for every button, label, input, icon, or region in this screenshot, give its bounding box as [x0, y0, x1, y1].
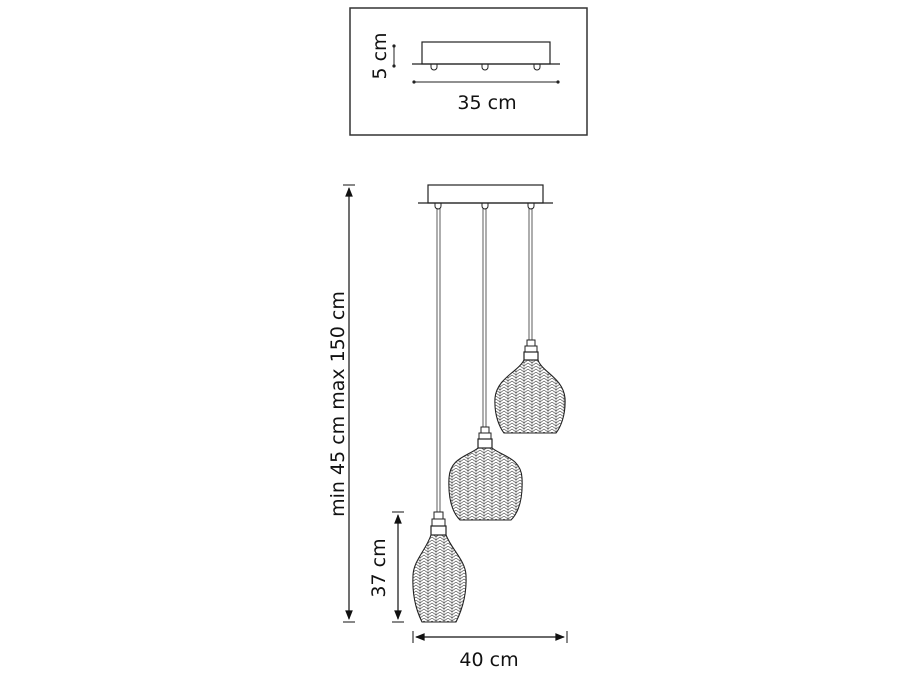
ceiling-canopy [418, 184, 553, 210]
shade-height-dimension: 37 cm [368, 511, 404, 623]
canopy-detail-box: 5 cm 35 cm [349, 7, 588, 136]
pendant-shade-middle [448, 426, 523, 521]
total-height-dimension: min 45 cm max 150 cm [327, 184, 355, 623]
pendant-shade-left [412, 511, 467, 623]
canopy-height-label: 5 cm [369, 32, 391, 79]
canopy-plate [421, 41, 551, 65]
overall-width-dimension: 40 cm [412, 631, 568, 671]
suspension-cords [436, 208, 533, 512]
overall-width-label: 40 cm [459, 649, 518, 671]
canopy-width-label: 35 cm [457, 92, 516, 114]
canopy-height-dimension: 5 cm [369, 32, 396, 80]
pendant-shade-right [494, 339, 566, 434]
canopy-width-dimension: 35 cm [412, 80, 560, 114]
shade-height-label: 37 cm [368, 538, 390, 597]
total-height-label: min 45 cm max 150 cm [327, 291, 349, 517]
